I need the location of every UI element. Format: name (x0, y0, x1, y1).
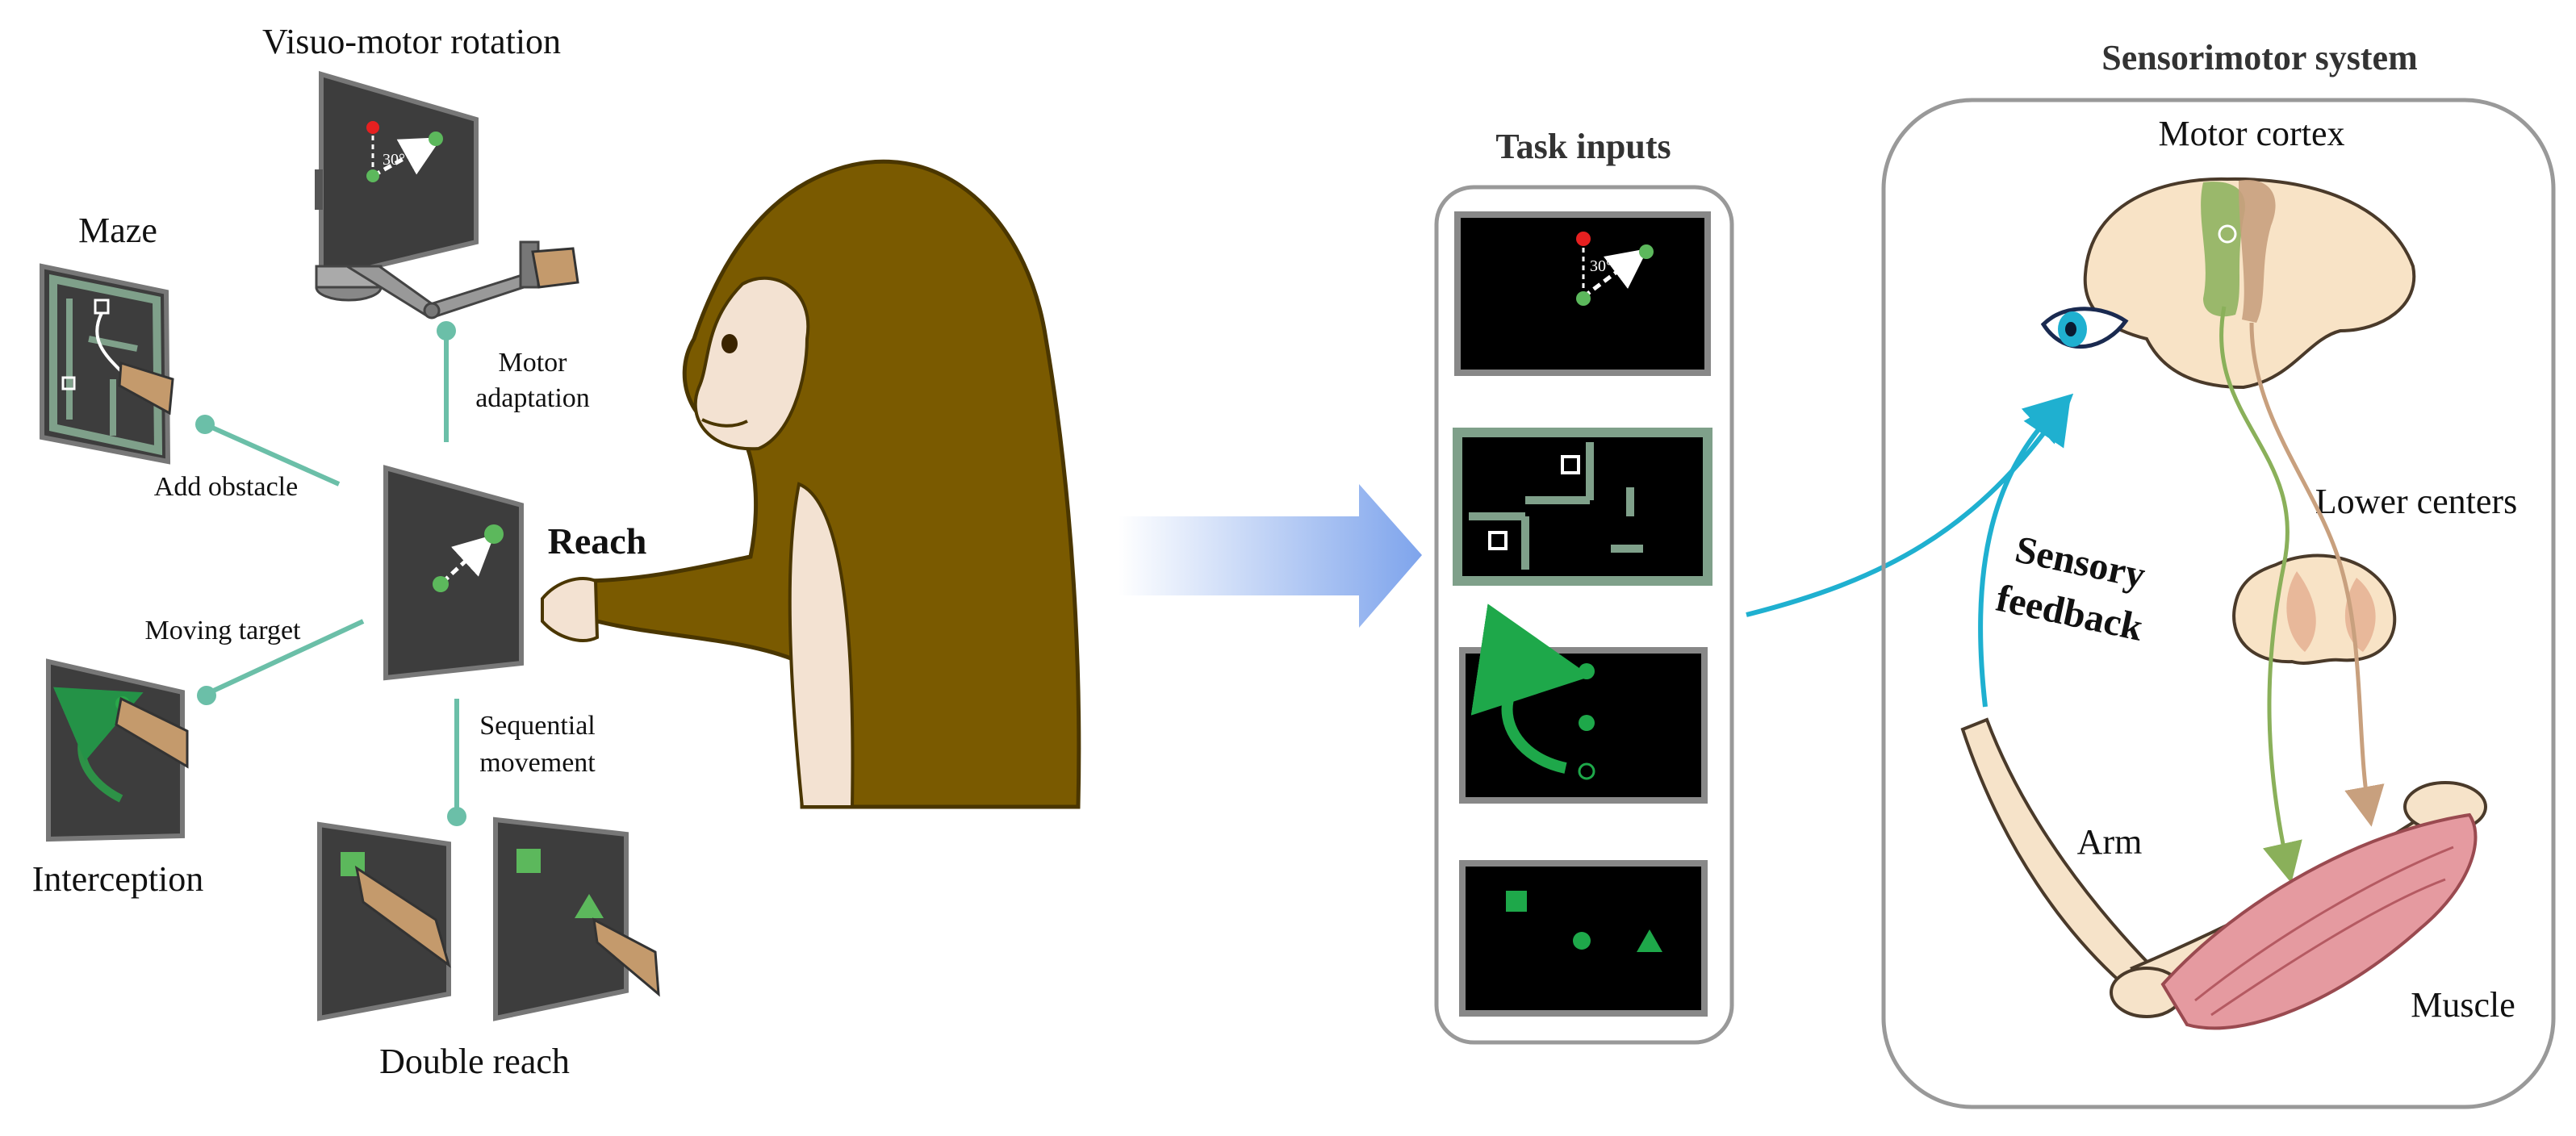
monkey-chest (788, 482, 855, 808)
motor-adaptation-label-line1: Motor (499, 348, 568, 378)
visuomotor-start-dot (366, 121, 379, 134)
maze-screen (40, 263, 174, 465)
arm-label: Arm (2077, 822, 2143, 862)
input-visuomotor: 30° (1454, 211, 1711, 376)
motor-adaptation-label-line2: adaptation (475, 383, 590, 413)
maze-title: Maze (78, 211, 157, 250)
monkey-illustration (541, 159, 1081, 809)
interception-title: Interception (32, 859, 204, 899)
spinal-cord (2232, 553, 2397, 665)
input-maze (1453, 428, 1712, 586)
visuomotor-device: 30° (315, 71, 579, 320)
visuomotor-target (429, 132, 443, 146)
connector-add-obstacle-node (195, 415, 215, 434)
motor-cortex-label: Motor cortex (2159, 114, 2345, 153)
visuomotor-title: Visuo-motor rotation (262, 22, 561, 61)
lower-centers-label: Lower centers (2315, 482, 2517, 521)
visuomotor-hand (531, 247, 579, 289)
sequential-label-line1: Sequential (479, 711, 596, 741)
connector-moving-target-node (197, 686, 216, 705)
monkey-eye (721, 334, 738, 353)
visuomotor-screen (319, 71, 479, 282)
monkey-hand (541, 577, 600, 642)
connector-moving-target (205, 619, 365, 696)
input-interception (1459, 604, 1708, 804)
sequential-label-line2: movement (479, 748, 596, 778)
sensorimotor-panel (1881, 98, 2556, 1109)
connector-sequential-node (447, 807, 466, 826)
monkey-face (693, 276, 810, 451)
muscle (2160, 812, 2478, 1030)
manipulandum-arm-2 (425, 273, 530, 318)
reach-label: Reach (548, 520, 647, 562)
interception-hand (115, 696, 189, 769)
double-reach-title: Double reach (379, 1042, 570, 1081)
visuomotor-hand-dot (366, 169, 379, 182)
double-reach-screen-1 (317, 821, 451, 1021)
reach-screen (383, 465, 524, 681)
sensorimotor-title: Sensorimotor system (2101, 38, 2417, 77)
eye-icon (2040, 307, 2129, 349)
double-reach-screen-2 (493, 816, 660, 1021)
visuomotor-screen-stand (315, 169, 323, 210)
monkey-mouth (701, 418, 748, 428)
sensory-feedback-arrow (1978, 393, 2074, 708)
visuomotor-rotated-arrow (371, 137, 442, 178)
input-angle: 30° (1590, 257, 1612, 275)
motor-strip (2201, 182, 2245, 317)
interception-screen (46, 658, 189, 842)
connector-motor-adaptation-node (437, 321, 456, 340)
maze-hand (118, 361, 174, 416)
brain (2083, 177, 2416, 390)
sensory-strip (2239, 180, 2276, 323)
task-inputs-panel (1434, 185, 1734, 1045)
task-diagram: Visuo-motor rotation 30° Motor adaptatio… (32, 22, 660, 1081)
visual-input-arrow (1746, 395, 2072, 617)
ascending-sensory-path (2249, 322, 2385, 827)
input-double-reach (1459, 860, 1708, 1017)
connector-add-obstacle (203, 422, 341, 487)
moving-target-label: Moving target (145, 616, 302, 645)
big-arrow (1119, 484, 1422, 628)
descending-motor-path (2219, 306, 2302, 883)
reach-target (484, 524, 504, 544)
reach-arrow (441, 534, 495, 584)
muscle-label: Muscle (2411, 985, 2515, 1025)
add-obstacle-label: Add obstacle (154, 472, 298, 502)
visuomotor-angle: 30° (383, 151, 405, 169)
reach-start (433, 576, 449, 592)
task-inputs-title: Task inputs (1495, 127, 1671, 166)
